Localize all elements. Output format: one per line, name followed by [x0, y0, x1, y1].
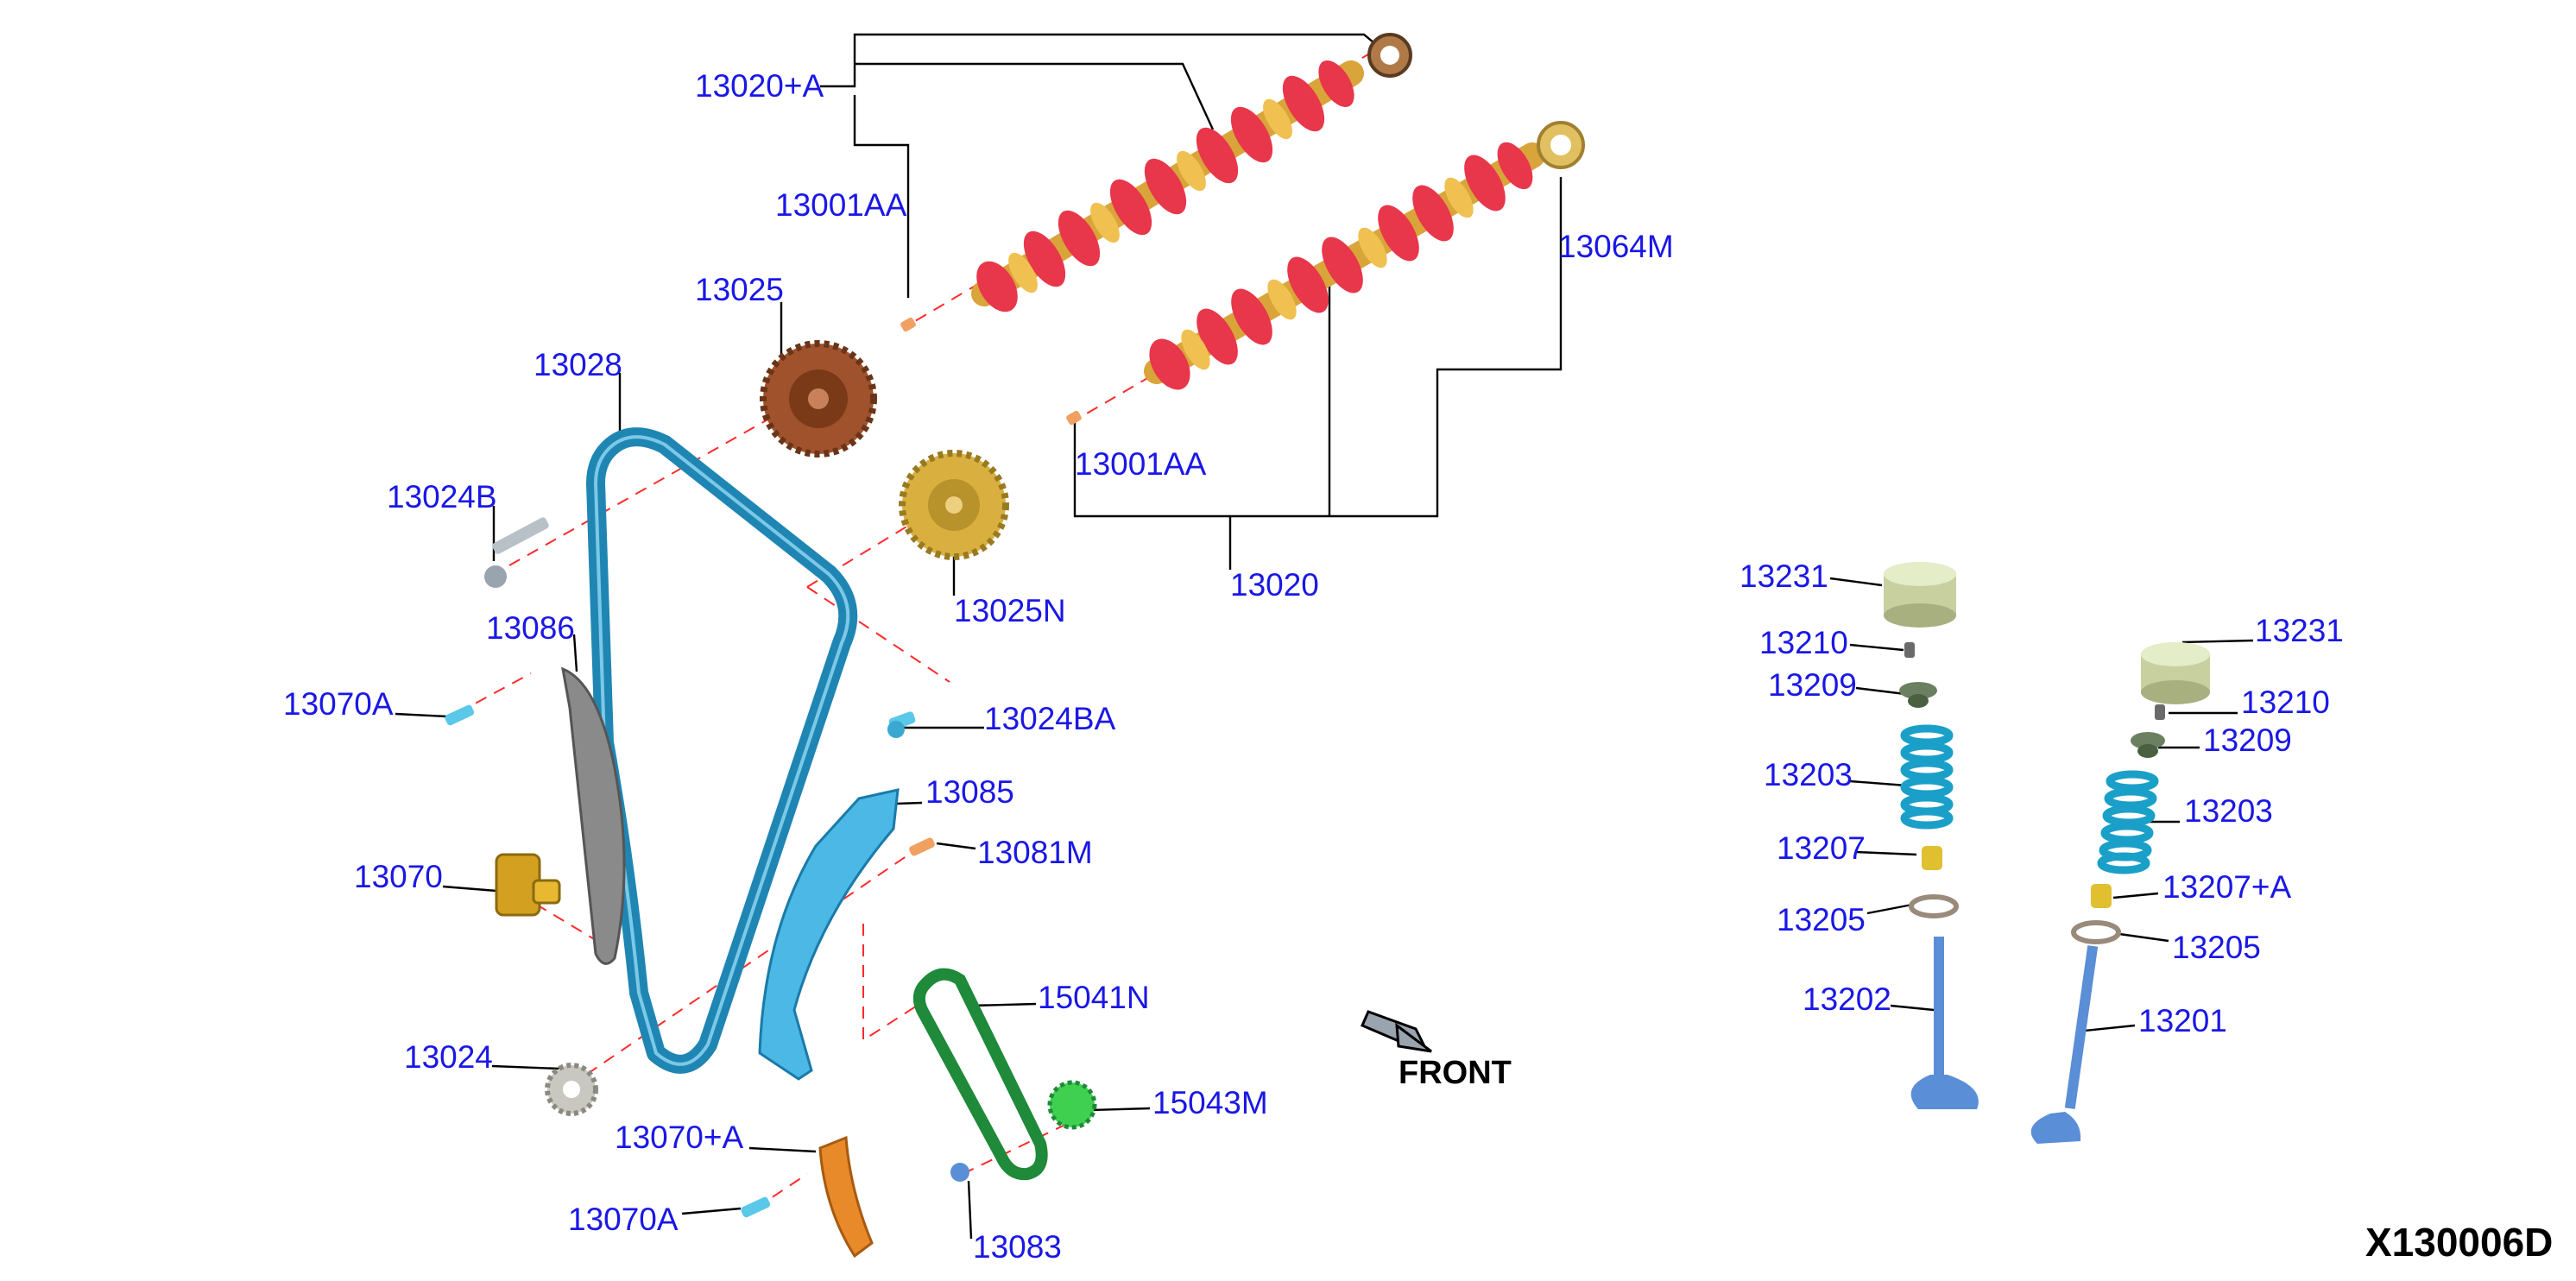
bolt-13070A-low[interactable]: [740, 1196, 771, 1218]
valve-cotter-13210-left[interactable]: [1904, 642, 1915, 658]
front-arrow-icon: [1361, 1010, 1432, 1053]
valve-seal-13207A-right[interactable]: [2091, 884, 2112, 908]
label-13024ba[interactable]: 13024BA: [984, 701, 1116, 736]
dowel-pin-lower[interactable]: [1065, 410, 1083, 426]
label-13070a-low[interactable]: 13070A: [568, 1202, 679, 1237]
label-13024b[interactable]: 13024B: [387, 479, 497, 514]
camshaft-signal-wheel-exhaust[interactable]: [1537, 121, 1585, 169]
crankshaft-sprocket[interactable]: [545, 1063, 598, 1116]
label-13020-plus-a[interactable]: 13020+A: [695, 68, 824, 104]
label-13210-left[interactable]: 13210: [1759, 625, 1848, 660]
label-13085[interactable]: 13085: [925, 774, 1014, 810]
label-13207-left[interactable]: 13207: [1777, 830, 1866, 866]
valve-13202[interactable]: [1910, 937, 1979, 1109]
tensioner-arm[interactable]: [561, 666, 626, 965]
valve-spring-13203-left[interactable]: [1900, 724, 1954, 830]
front-label: FRONT: [1398, 1055, 1512, 1091]
label-13001aa-low[interactable]: 13001AA: [1075, 446, 1207, 482]
valve-assembly-left: [1884, 562, 1979, 1109]
exhaust-camshaft[interactable]: [1141, 136, 1545, 397]
label-13202[interactable]: 13202: [1803, 981, 1891, 1017]
timing-chain[interactable]: [586, 427, 858, 1074]
label-13028[interactable]: 13028: [534, 347, 622, 382]
label-13205-left[interactable]: 13205: [1777, 902, 1866, 937]
label-13201[interactable]: 13201: [2138, 1003, 2227, 1038]
intake-camshaft[interactable]: [968, 54, 1364, 319]
label-13210-right[interactable]: 13210: [2241, 685, 2330, 720]
tappet-13231-left[interactable]: [1884, 562, 1956, 628]
chain-tensioner[interactable]: [495, 853, 561, 917]
label-13086[interactable]: 13086: [486, 610, 575, 646]
valve-cotter-13210-right[interactable]: [2155, 704, 2165, 720]
label-13001aa-top[interactable]: 13001AA: [775, 187, 907, 223]
bolt-13070A-top[interactable]: [444, 704, 475, 726]
label-13203-right[interactable]: 13203: [2184, 793, 2273, 829]
diagram-code: X130006D: [2365, 1220, 2553, 1265]
valve-assembly-right: [2030, 642, 2210, 1144]
intake-vvt-sprocket[interactable]: [760, 340, 877, 458]
oil-pump-sprocket[interactable]: [1047, 1080, 1097, 1130]
label-13083[interactable]: 13083: [973, 1229, 1062, 1265]
label-13024[interactable]: 13024: [404, 1039, 493, 1075]
label-13020[interactable]: 13020: [1230, 567, 1319, 603]
valve-seal-13207-left[interactable]: [1922, 846, 1942, 870]
label-13025[interactable]: 13025: [695, 272, 784, 307]
label-13207-plus-a-right[interactable]: 13207+A: [2162, 869, 2291, 905]
tappet-13231-right[interactable]: [2141, 642, 2210, 704]
valve-spring-13203-right[interactable]: [2097, 770, 2159, 874]
exhaust-vvt-sprocket[interactable]: [899, 450, 1009, 560]
spring-retainer-13209-left[interactable]: [1899, 682, 1937, 708]
spring-retainer-13209-right[interactable]: [2131, 732, 2165, 758]
label-15041n[interactable]: 15041N: [1038, 980, 1150, 1015]
label-13203-left[interactable]: 13203: [1764, 757, 1853, 792]
label-13025n[interactable]: 13025N: [954, 593, 1066, 628]
label-13231-left[interactable]: 13231: [1739, 558, 1828, 594]
label-13205-right[interactable]: 13205: [2172, 930, 2261, 965]
bolt-13024BA[interactable]: [887, 710, 916, 738]
label-13231-right[interactable]: 13231: [2255, 613, 2344, 648]
dowel-pin-upper[interactable]: [900, 317, 917, 332]
camshaft-signal-wheel-intake[interactable]: [1367, 33, 1412, 78]
pin-13081M[interactable]: [908, 836, 936, 857]
label-15043m[interactable]: 15043M: [1152, 1085, 1268, 1120]
valve-13201[interactable]: [2030, 945, 2099, 1144]
label-13070-plus-a[interactable]: 13070+A: [615, 1120, 743, 1155]
label-13064m[interactable]: 13064M: [1558, 229, 1674, 264]
label-13209-left[interactable]: 13209: [1768, 667, 1857, 703]
part-labels: 13020+A 13001AA 13025 13028 13064M 13001…: [283, 68, 2553, 1265]
timing-chain-guide[interactable]: [758, 788, 900, 1081]
label-13070a-top[interactable]: 13070A: [283, 686, 394, 722]
leader-lines: [395, 33, 2254, 1240]
label-13081m[interactable]: 13081M: [977, 835, 1093, 870]
label-13070[interactable]: 13070: [354, 859, 443, 894]
oil-pump-bolt-13083[interactable]: [950, 1163, 969, 1182]
bolt-13024B[interactable]: [484, 516, 550, 588]
spring-seat-13205-left[interactable]: [1909, 894, 1959, 918]
label-13209-right[interactable]: 13209: [2203, 723, 2292, 758]
oil-pump-chain-guide[interactable]: [818, 1135, 874, 1259]
spring-seat-13205-right[interactable]: [2071, 920, 2121, 944]
oil-pump-chain[interactable]: [912, 968, 1048, 1181]
